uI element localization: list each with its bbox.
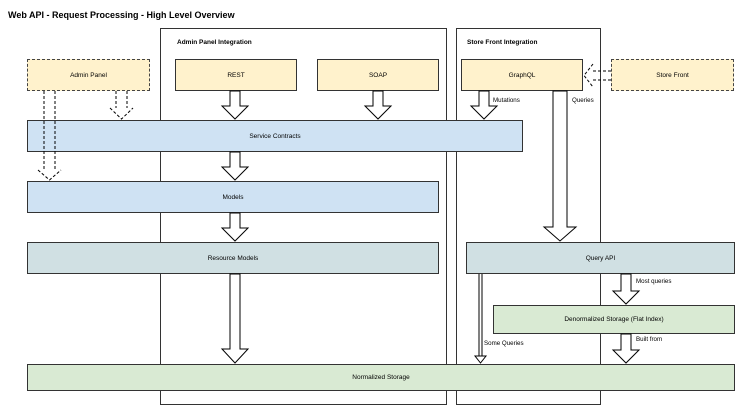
some-queries-arrow: [473, 274, 488, 364]
service-contracts-to-models-arrow: [220, 151, 250, 181]
models-node: Models: [27, 181, 439, 213]
soap-to-service-contracts-arrow: [363, 90, 393, 120]
graphql-mutations-arrow: [469, 90, 499, 120]
most-queries-label: Most queries: [636, 278, 672, 285]
mutations-label: Mutations: [493, 97, 520, 104]
admin-panel-integration-label: Admin Panel Integration: [177, 39, 252, 46]
store-front-node: Store Front: [611, 59, 734, 91]
graphql-queries-arrow: [542, 90, 578, 242]
queries-label: Queries: [572, 97, 594, 104]
query-api-to-denormalized-arrow: [611, 273, 641, 305]
soap-node: SOAP: [317, 59, 439, 91]
diagram-title: Web API - Request Processing - High Leve…: [8, 10, 235, 20]
denormalized-storage-node: Denormalized Storage (Flat Index): [493, 305, 735, 334]
graphql-node: GraphQL: [461, 59, 583, 91]
store-front-integration-label: Store Front Integration: [467, 39, 538, 46]
rest-to-service-contracts-arrow: [220, 90, 250, 120]
service-contracts-node: Service Contracts: [27, 120, 523, 152]
admin-panel-node: Admin Panel: [27, 59, 150, 91]
some-queries-label: Some Queries: [484, 340, 524, 347]
store-front-to-graphql-arrow: [583, 63, 611, 88]
rest-node: REST: [175, 59, 297, 91]
normalized-storage-node: Normalized Storage: [27, 364, 735, 391]
admin-panel-dashed-arrows: [37, 91, 134, 181]
resource-models-node: Resource Models: [27, 242, 439, 274]
query-api-node: Query API: [466, 242, 735, 274]
models-to-resource-models-arrow: [220, 212, 250, 242]
store-front-integration-group: [456, 28, 601, 405]
denormalized-to-normalized-arrow: [611, 333, 641, 364]
built-from-label: Built from: [636, 336, 663, 343]
resource-models-to-normalized-storage-arrow: [220, 273, 250, 364]
admin-panel-integration-group: [160, 28, 447, 405]
